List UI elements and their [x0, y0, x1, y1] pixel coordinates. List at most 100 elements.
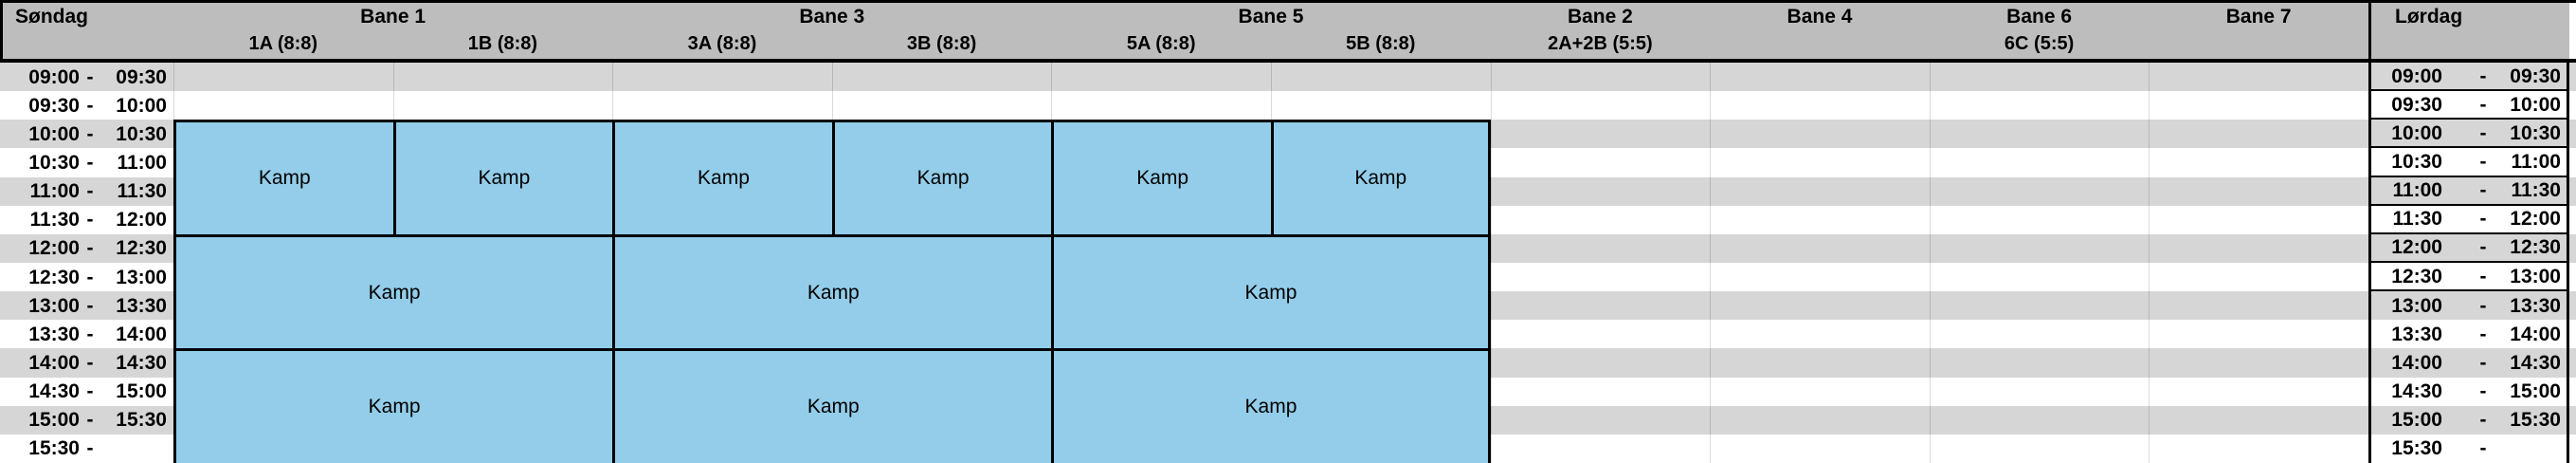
- kamp-label: Kamp: [916, 167, 970, 190]
- header-cutoff-sliver: [2569, 0, 2576, 59]
- lane-cell: [1929, 348, 2150, 378]
- time-start: 12:00: [2391, 236, 2442, 259]
- kamp-block[interactable]: Kamp: [173, 120, 393, 234]
- time-end: 13:30: [2510, 294, 2561, 317]
- time-cell-left: 10:00-10:30: [0, 120, 173, 148]
- kamp-block[interactable]: Kamp: [173, 348, 613, 463]
- time-dash: -: [86, 209, 94, 232]
- time-end: 12:30: [2510, 236, 2561, 259]
- lane-cell: [1490, 63, 1711, 92]
- kamp-block[interactable]: Kamp: [1051, 348, 1491, 463]
- kamp-label: Kamp: [368, 281, 421, 304]
- time-cell-right: 15:30 -: [2368, 435, 2569, 463]
- time-cell-right: 15:00-15:30: [2368, 406, 2569, 435]
- time-dash: -: [86, 351, 94, 374]
- lane-cell: [1710, 63, 1930, 92]
- day-header-sunday: Søndag: [15, 6, 88, 28]
- kamp-label: Kamp: [698, 167, 750, 190]
- court-subheader: 3B (8:8): [906, 33, 977, 54]
- time-start: 13:30: [2391, 323, 2442, 345]
- time-end: 14:30: [2510, 351, 2561, 374]
- time-start: 10:30: [2391, 150, 2442, 173]
- kamp-block[interactable]: Kamp: [612, 348, 1052, 463]
- time-cell-right: 10:00-10:30: [2368, 120, 2569, 149]
- time-start: 15:00: [2391, 409, 2442, 432]
- lane-cell: [392, 91, 613, 120]
- lane-cell: [1929, 434, 2150, 463]
- time-end: 12:00: [2510, 208, 2561, 231]
- kamp-block[interactable]: Kamp: [173, 233, 613, 349]
- lane-cell: [1490, 148, 1711, 177]
- lane-cell: [1051, 91, 1271, 120]
- court-subheader: 1B (8:8): [467, 33, 538, 54]
- time-end: 10:30: [2510, 121, 2561, 144]
- lane-cell: [1929, 63, 2150, 92]
- kamp-block[interactable]: Kamp: [1051, 120, 1271, 234]
- time-dash: -: [2479, 236, 2487, 259]
- kamp-label: Kamp: [807, 281, 860, 304]
- time-end: 11:00: [117, 151, 167, 174]
- time-end: 15:00: [116, 380, 167, 403]
- time-cell-right: 13:00-13:30: [2368, 291, 2569, 320]
- lane-cell: [1710, 120, 1930, 149]
- time-dash: -: [2479, 179, 2487, 202]
- time-start: 11:30: [29, 209, 80, 232]
- lane-cell: [1929, 377, 2150, 406]
- kamp-label: Kamp: [807, 396, 860, 418]
- time-end: 12:00: [116, 209, 167, 232]
- lane-cell: [173, 91, 393, 120]
- time-start: 09:30: [2391, 93, 2442, 116]
- kamp-block[interactable]: Kamp: [1271, 120, 1491, 234]
- time-dash: -: [2479, 437, 2487, 460]
- time-dash: -: [2479, 294, 2487, 317]
- time-start: 13:00: [28, 294, 80, 317]
- lane-cell: [173, 63, 393, 92]
- kamp-label: Kamp: [1354, 167, 1407, 190]
- lane-cell: [2149, 348, 2368, 378]
- bane-group-header: Bane 2: [1567, 6, 1633, 28]
- time-start: 11:30: [2392, 208, 2442, 231]
- time-dash: -: [86, 266, 94, 288]
- time-end: 10:00: [2510, 93, 2561, 116]
- time-start: 10:00: [2391, 121, 2442, 144]
- lane-cell: [1710, 320, 1930, 349]
- lane-cell: [2149, 377, 2368, 406]
- lane-cell: [1710, 176, 1930, 206]
- time-end: 15:30: [2510, 409, 2561, 432]
- lane-cell: [1710, 263, 1930, 292]
- saturday-box-left-border: [2368, 0, 2371, 463]
- lane-cell: [1710, 291, 1930, 321]
- bane-group-header: Bane 5: [1238, 6, 1304, 28]
- time-cell-left: 13:00-13:30: [0, 291, 173, 320]
- time-end: 12:30: [116, 237, 167, 260]
- lane-cell: [1710, 91, 1930, 120]
- court-subheader: 2A+2B (5:5): [1548, 33, 1653, 54]
- kamp-block[interactable]: Kamp: [612, 120, 832, 234]
- court-subheader: 6C (5:5): [2004, 33, 2075, 54]
- time-start: 10:00: [28, 122, 80, 145]
- time-dash: -: [2479, 93, 2487, 116]
- time-end: 13:30: [116, 294, 167, 317]
- kamp-block[interactable]: Kamp: [1051, 233, 1491, 349]
- time-end: 09:30: [116, 65, 167, 88]
- time-end: 10:30: [116, 122, 167, 145]
- time-cell-right: 10:30-11:00: [2368, 148, 2569, 177]
- time-end: 10:00: [116, 94, 167, 117]
- time-dash: -: [86, 65, 94, 88]
- lane-cell: [1490, 263, 1711, 292]
- lane-cell: [2149, 205, 2368, 234]
- time-cell-right: 09:30 -10:00: [2368, 91, 2569, 120]
- time-dash: -: [2479, 65, 2487, 87]
- time-start: 15:30: [2391, 437, 2442, 460]
- lane-cell: [1490, 377, 1711, 406]
- kamp-block[interactable]: Kamp: [392, 120, 613, 234]
- lane-cell: [1929, 91, 2150, 120]
- lane-cell: [1929, 263, 2150, 292]
- kamp-block[interactable]: Kamp: [612, 233, 1052, 349]
- time-dash: -: [86, 437, 94, 460]
- lane-cell: [1490, 176, 1711, 206]
- time-dash: -: [2479, 265, 2487, 287]
- kamp-block[interactable]: Kamp: [831, 120, 1052, 234]
- lane-cell: [1710, 434, 1930, 463]
- time-cell-left: 14:00-14:30: [0, 348, 173, 377]
